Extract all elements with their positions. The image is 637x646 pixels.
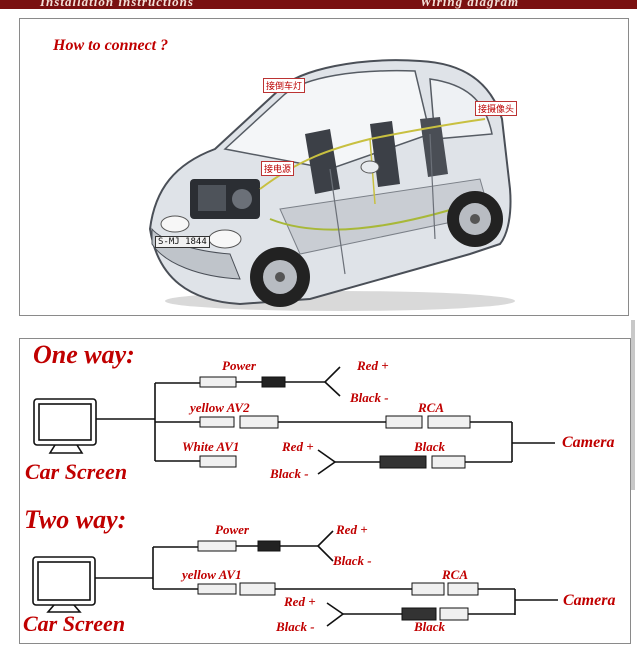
two-way-yellow-label: yellow AV1 [182,567,242,582]
one-way-white-label: White AV1 [182,439,240,454]
label-reverse-light: 接倒车灯 [263,78,306,93]
label-camera: 接摄像头 [475,101,518,116]
scroll-edge [631,320,635,490]
wiring-diagram-panel [19,338,631,644]
one-way-black-minus-2-label: Black - [270,466,309,481]
one-way-power-label: Power [222,358,256,373]
two-way-black-minus-label: Black - [333,553,372,568]
one-way-red-plus-label: Red + [357,358,389,373]
one-way-rca-label: RCA [418,400,445,415]
label-power: 接电源 [261,161,295,176]
one-way-red-plus-2-label: Red + [282,439,314,454]
two-way-black-label: Black [414,619,446,634]
two-way-black-minus-2-label: Black - [276,619,315,634]
header-text-right: Wiring diagram [420,0,520,9]
one-way-yellow-label: yellow AV2 [190,400,250,415]
header-bar: Installation instructions Wiring diagram [0,0,637,9]
two-way-title: Two way: [24,505,127,534]
how-to-connect-title: How to connect ? [53,37,169,54]
license-plate: S-MJ 1844 [155,236,210,248]
car-photo-panel: How to connect ? [19,18,629,316]
one-way-black-label: Black [414,439,446,454]
one-way-car-screen-label: Car Screen [25,459,128,484]
two-way-car-screen-label: Car Screen [23,611,126,636]
one-way-camera-label: Camera [562,434,615,451]
two-way-power-label: Power [215,522,249,537]
two-way-red-plus-label: Red + [336,522,368,537]
header-text-left: Installation instructions [40,0,194,9]
two-way-red-plus-2-label: Red + [284,594,316,609]
one-way-title: One way: [33,340,135,369]
two-way-rca-label: RCA [442,567,469,582]
two-way-camera-label: Camera [563,592,616,609]
one-way-black-minus-label: Black - [350,390,389,405]
